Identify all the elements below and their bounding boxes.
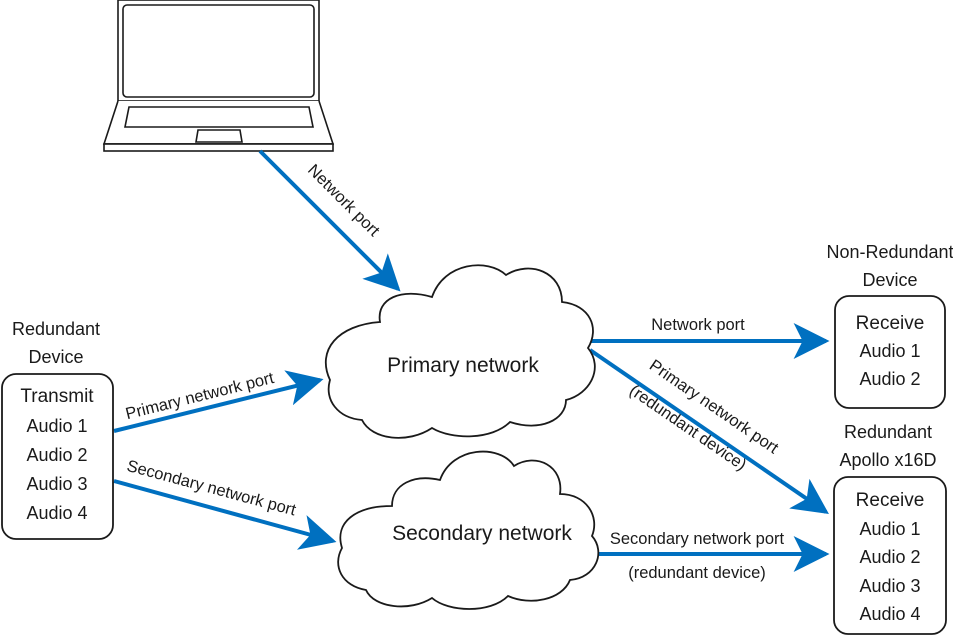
channel-label: Audio 3 [26, 474, 87, 494]
redundant-transmit-device: Redundant Device Transmit Audio 1 Audio … [1, 319, 114, 540]
laptop-icon [102, 0, 335, 152]
device-heading: Non-Redundant [826, 242, 953, 262]
channel-label: Audio 4 [859, 604, 920, 624]
edge-tx-to-primary [113, 370, 324, 433]
primary-network-cloud: Primary network [324, 264, 596, 439]
box-title: Receive [856, 313, 925, 334]
edge-label-apollo-secondary-port: Secondary network port [610, 530, 785, 548]
edge-label-nonred-network-port: Network port [651, 316, 745, 334]
channel-label: Audio 4 [26, 503, 87, 523]
device-heading: Device [28, 347, 83, 367]
edge-laptop-to-primary [258, 149, 401, 292]
channel-label: Audio 1 [859, 341, 920, 361]
primary-network-label: Primary network [387, 354, 539, 377]
redundant-apollo-receive-device: Redundant Apollo x16D Receive Audio 1 Au… [833, 422, 947, 635]
channel-label: Audio 3 [859, 576, 920, 596]
box-title: Transmit [20, 386, 94, 407]
device-heading: Device [862, 270, 917, 290]
channel-label: Audio 1 [859, 519, 920, 539]
device-heading: Apollo x16D [839, 450, 936, 470]
secondary-network-cloud: Secondary network [337, 450, 600, 610]
secondary-network-label: Secondary network [392, 522, 572, 545]
box-title: Receive [856, 490, 925, 511]
non-redundant-receive-device: Non-Redundant Device Receive Audio 1 Aud… [826, 242, 953, 409]
edge-label-laptop-network-port: Network port [304, 161, 383, 240]
channel-label: Audio 2 [859, 369, 920, 389]
device-heading: Redundant [844, 422, 932, 442]
edge-tx-to-secondary [113, 479, 337, 550]
device-heading: Redundant [12, 319, 100, 339]
channel-label: Audio 1 [26, 416, 87, 436]
edge-label-apollo-secondary-note: (redundant device) [628, 564, 766, 582]
channel-label: Audio 2 [859, 547, 920, 567]
channel-label: Audio 2 [26, 445, 87, 465]
edge-primary-to-apollo [588, 348, 829, 515]
edge-label-secondary-network-port: Secondary network port [125, 457, 298, 520]
